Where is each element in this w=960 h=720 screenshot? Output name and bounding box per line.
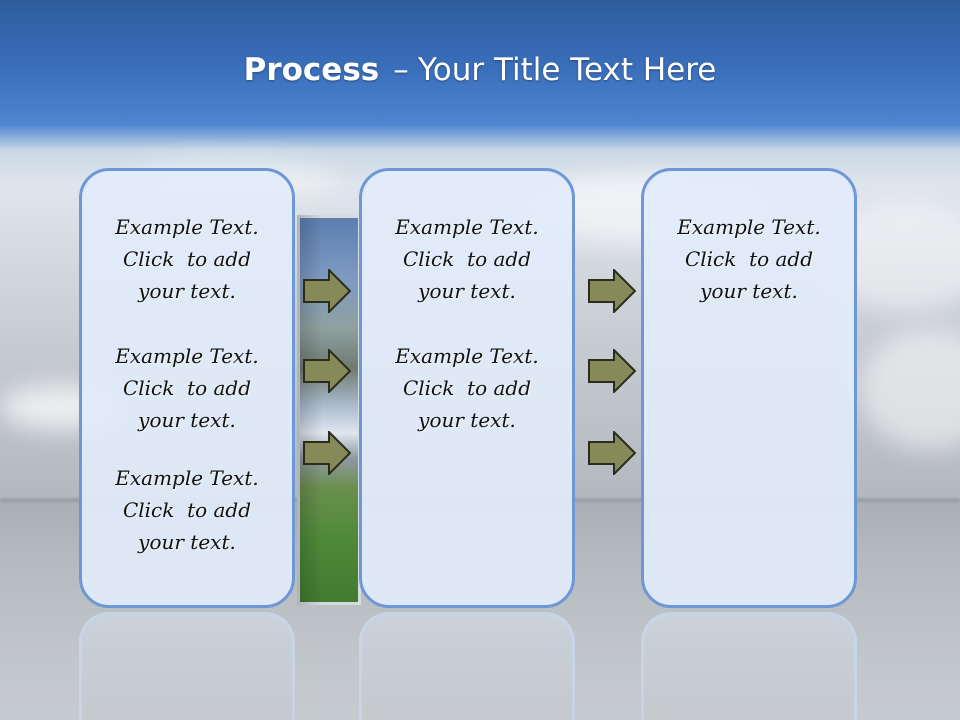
text-block[interactable]: Example Text. Click to add your text. xyxy=(641,211,857,307)
text-line: your text. xyxy=(418,408,516,432)
panel-reflection xyxy=(79,612,295,720)
right-arrow-icon[interactable] xyxy=(303,431,351,475)
text-block[interactable]: Example Text. Click to add your text. xyxy=(359,340,575,436)
slide-title[interactable]: Process – Your Title Text Here xyxy=(0,52,960,100)
text-block[interactable]: Example Text. Click to add your text. xyxy=(359,211,575,307)
right-arrow-icon[interactable] xyxy=(303,349,351,393)
text-line: Example Text. xyxy=(115,215,259,239)
process-panel-2[interactable] xyxy=(359,168,575,608)
text-line: your text. xyxy=(138,408,236,432)
panel-reflection xyxy=(641,612,857,720)
text-line: Example Text. xyxy=(115,344,259,368)
text-line: Example Text. xyxy=(395,344,539,368)
text-block[interactable]: Example Text. Click to add your text. xyxy=(79,462,295,558)
right-arrow-icon[interactable] xyxy=(588,269,636,313)
text-line: your text. xyxy=(138,530,236,554)
right-arrow-icon[interactable] xyxy=(588,349,636,393)
text-line: Click to add xyxy=(122,498,252,522)
text-line: Example Text. xyxy=(677,215,821,239)
text-line: Click to add xyxy=(684,247,814,271)
text-line: your text. xyxy=(700,279,798,303)
text-line: your text. xyxy=(418,279,516,303)
process-panel-3[interactable] xyxy=(641,168,857,608)
text-line: Click to add xyxy=(402,247,532,271)
text-line: Example Text. xyxy=(395,215,539,239)
panel-reflection xyxy=(359,612,575,720)
text-line: Click to add xyxy=(402,376,532,400)
title-text: Your Title Text Here xyxy=(417,52,717,88)
text-block[interactable]: Example Text. Click to add your text. xyxy=(79,211,295,307)
text-line: Example Text. xyxy=(115,466,259,490)
text-line: your text. xyxy=(138,279,236,303)
text-block[interactable]: Example Text. Click to add your text. xyxy=(79,340,295,436)
right-arrow-icon[interactable] xyxy=(588,431,636,475)
title-separator: – xyxy=(393,52,409,88)
text-line: Click to add xyxy=(122,376,252,400)
title-bold: Process xyxy=(243,52,380,88)
right-arrow-icon[interactable] xyxy=(303,269,351,313)
process-panel-1[interactable] xyxy=(79,168,295,608)
text-line: Click to add xyxy=(122,247,252,271)
